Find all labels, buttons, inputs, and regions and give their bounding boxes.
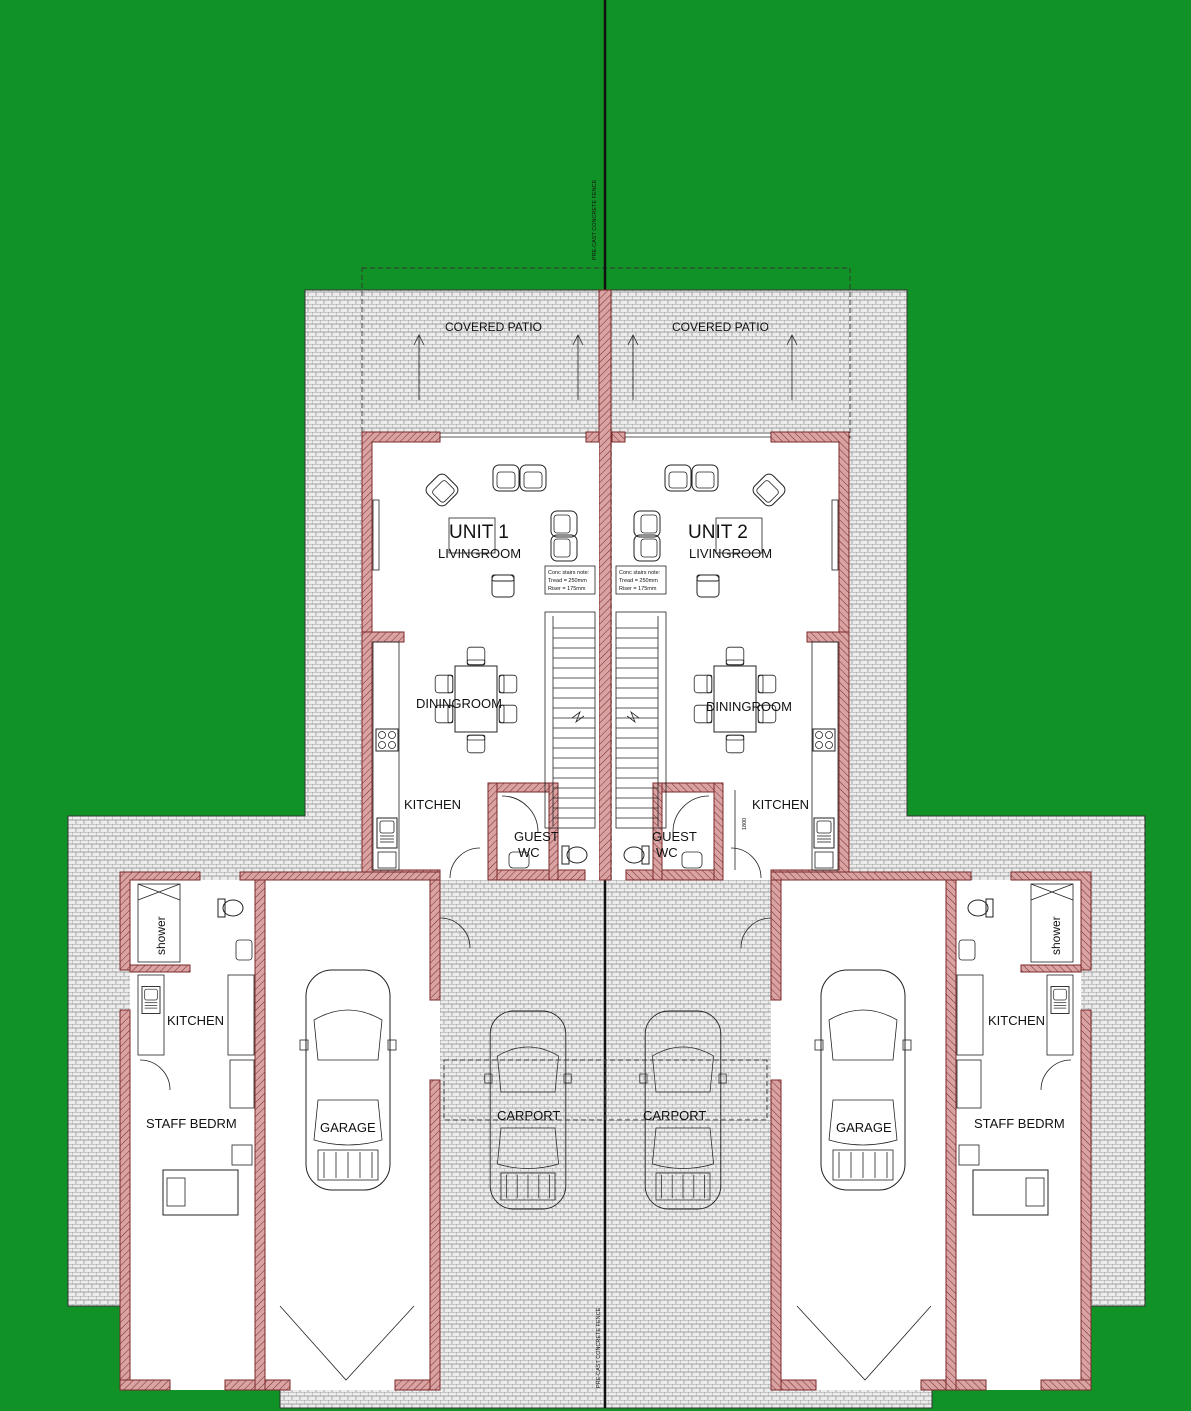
unit1-kitchen-label: KITCHEN [404, 797, 461, 812]
unit2-dining-label: DININGROOM [706, 699, 792, 714]
unit1-living-label: LIVINGROOM [438, 546, 521, 561]
stair-note-line-1: Conc stairs note: [548, 570, 590, 576]
unit1-staff-bedroom-label: STAFF BEDRM [146, 1116, 237, 1131]
unit2-carport-label: CARPORT [643, 1108, 706, 1123]
unit1-shower-label: shower [154, 916, 168, 955]
unit1-dining-label: DININGROOM [416, 696, 502, 711]
unit2-garage-label: GARAGE [836, 1120, 892, 1135]
dimension-label: 1800 [742, 818, 748, 830]
room-labels: COVERED PATIO COVERED PATIO UNIT 1 UNIT … [146, 320, 1065, 1135]
unit1-title: UNIT 1 [449, 522, 509, 543]
unit2-guest-label: GUEST [652, 829, 697, 844]
unit2-kitchen-label: KITCHEN [752, 797, 809, 812]
unit1-guest-label: GUEST [514, 829, 559, 844]
fence-label-bottom: PRE-CAST CONCRETE FENCE [596, 1307, 602, 1388]
unit2-living-label: LIVINGROOM [689, 546, 772, 561]
stair-note-line-3: Riser = 175mm [548, 586, 586, 592]
stair-note-2-line-1: Conc stairs note: [619, 570, 661, 576]
unit-2 [605, 334, 1092, 1391]
unit1-carport-label: CARPORT [497, 1108, 560, 1123]
unit1-patio-label: COVERED PATIO [445, 320, 542, 334]
stair-note-line-2: Tread = 250mm [548, 578, 587, 584]
stair-note-2-line-3: Riser = 175mm [619, 586, 657, 592]
unit1-wc-label: WC [518, 845, 540, 860]
unit2-wc-label: WC [656, 845, 678, 860]
unit1-garage-label: GARAGE [320, 1120, 376, 1135]
unit2-shower-label: shower [1049, 916, 1063, 955]
stair-note-2-line-2: Tread = 250mm [619, 578, 658, 584]
unit-1: Conc stairs note: Tread = 250mm Riser = … [119, 334, 606, 1391]
unit1-staff-kitchen-label: KITCHEN [167, 1013, 224, 1028]
unit2-title: UNIT 2 [688, 522, 748, 543]
fence-label-top: PRE-CAST CONCRETE FENCE [592, 179, 598, 260]
unit2-staff-bedroom-label: STAFF BEDRM [974, 1116, 1065, 1131]
party-wall [598, 289, 612, 881]
unit2-staff-kitchen-label: KITCHEN [988, 1013, 1045, 1028]
unit2-patio-label: COVERED PATIO [672, 320, 769, 334]
